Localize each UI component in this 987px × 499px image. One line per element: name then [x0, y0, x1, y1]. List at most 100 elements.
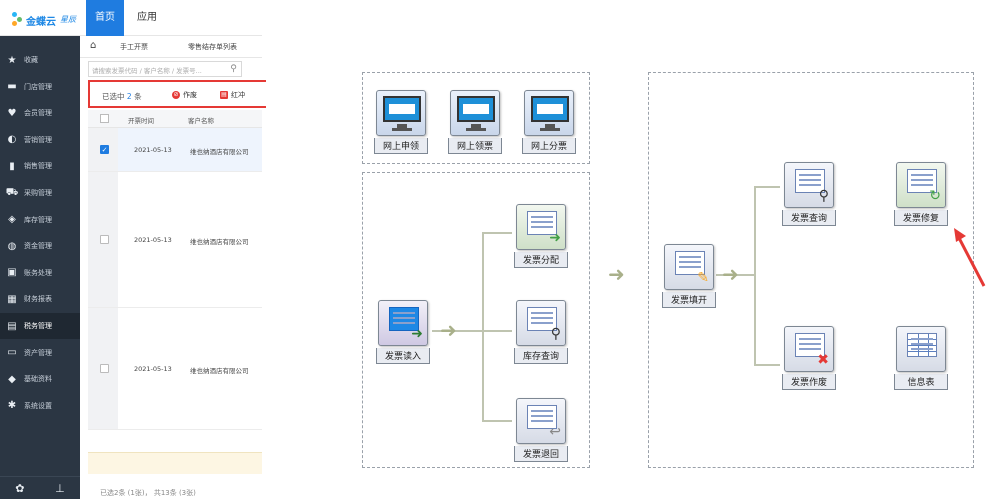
cart-icon: ⛟: [5, 186, 19, 198]
table-grid-icon: [896, 326, 946, 372]
sidebar-item-marketing[interactable]: ◐营销管理: [0, 127, 80, 153]
online-distribute-button[interactable]: 网上分票: [522, 90, 576, 154]
inventory-icon: ◈: [8, 214, 16, 226]
search-input[interactable]: 请搜索发票代码 / 客户名称 / 发票号...: [88, 61, 242, 77]
stock-query-button[interactable]: ⚲ 库存查询: [514, 300, 568, 364]
connector: [754, 186, 780, 188]
sidebar-item-label: 营销管理: [24, 135, 52, 144]
sidebar-item-label: 资金管理: [24, 242, 52, 251]
col-invoice-time[interactable]: 开票时间: [128, 117, 154, 125]
invoice-issue-button[interactable]: ✎ 发票填开: [662, 244, 716, 308]
connector: [432, 330, 482, 332]
connector: [482, 420, 512, 422]
tab-home[interactable]: 首页: [86, 0, 124, 36]
pin-icon[interactable]: ⊥: [55, 481, 65, 495]
usb-import-icon: ➜: [378, 300, 428, 346]
sidebar-item-label: 会员管理: [24, 109, 52, 118]
table-row[interactable]: 2021-05-13 维也纳酒店有限公司: [88, 172, 262, 308]
connector: [482, 232, 512, 234]
invoice-read-in-button[interactable]: ➜ 发票读入: [376, 300, 430, 364]
sidebar-item-member[interactable]: ♥会员管理: [0, 100, 80, 126]
red-reverse-button[interactable]: ▤红冲: [220, 90, 245, 100]
fund-icon: ◍: [7, 240, 17, 252]
sidebar-item-report[interactable]: ▦财务报表: [0, 286, 80, 312]
invoice-void-button[interactable]: ✖ 发票作废: [782, 326, 836, 390]
customer-name: 维也纳酒店有限公司: [190, 367, 249, 375]
logo-dot-icon: [12, 21, 17, 26]
selected-prefix: 已选中: [102, 92, 125, 101]
sidebar-item-star[interactable]: ★ 收藏: [0, 47, 80, 73]
settings-icon[interactable]: ✿: [15, 481, 25, 495]
sidebar-item-tax[interactable]: ▤税务管理: [0, 313, 80, 339]
crumb-manual-invoice[interactable]: 手工开票: [120, 43, 148, 51]
sidebar-item-label: 系统设置: [24, 401, 52, 410]
invoice-read-in-label: 发票读入: [376, 348, 430, 364]
red-reverse-icon: ▤: [220, 91, 228, 99]
logo-dot-icon: [12, 12, 17, 17]
online-distribute-label: 网上分票: [522, 138, 576, 154]
row-checkbox[interactable]: [100, 235, 109, 244]
sidebar-item-store[interactable]: ▬门店管理: [0, 74, 80, 100]
sidebar-item-cart[interactable]: ⛟采购管理: [0, 180, 80, 206]
void-icon: ⊘: [172, 91, 180, 99]
col-customer[interactable]: 客户名称: [188, 117, 214, 125]
gear-icon: ✱: [7, 400, 17, 412]
invoice-return-button[interactable]: ↩ 发票退回: [514, 398, 568, 462]
monitor-hand-icon: [376, 90, 426, 136]
selected-suffix: 条: [134, 92, 142, 101]
invoice-date: 2021-05-13: [134, 365, 172, 373]
customer-name: 维也纳酒店有限公司: [190, 148, 249, 156]
sidebar-item-ledger[interactable]: ▣账务处理: [0, 260, 80, 286]
row-checkbox[interactable]: ✓: [100, 145, 109, 154]
info-table-button[interactable]: 信息表: [894, 326, 948, 390]
sidebar-item-inventory[interactable]: ◈ 库存管理: [0, 207, 80, 233]
arrow-right-icon: ➜: [440, 318, 457, 342]
sidebar-item-label: 财务报表: [24, 295, 52, 304]
home-icon[interactable]: ⌂: [90, 40, 97, 51]
select-all-checkbox[interactable]: [100, 114, 109, 123]
invoice-allocate-button[interactable]: ➜ 发票分配: [514, 204, 568, 268]
void-button[interactable]: ⊘作废: [172, 90, 197, 100]
connector: [482, 330, 512, 332]
monitor-ticket-icon: [450, 90, 500, 136]
sidebar-item-gear[interactable]: ✱ 系统设置: [0, 393, 80, 419]
sales-icon: ▮: [9, 160, 15, 172]
invoice-pen-icon: ✎: [664, 244, 714, 290]
sidebar-item-fund[interactable]: ◍ 资金管理: [0, 233, 80, 259]
connector: [716, 274, 754, 276]
sidebar-item-sales[interactable]: ▮ 销售管理: [0, 153, 80, 179]
online-apply-button[interactable]: 网上申领: [374, 90, 428, 154]
tab-apps[interactable]: 应用: [137, 12, 157, 23]
sidebar-item-layers[interactable]: ◆基础资料: [0, 366, 80, 392]
layers-icon: ◆: [8, 373, 16, 385]
stock-query-label: 库存查询: [514, 348, 568, 364]
invoice-allocate-label: 发票分配: [514, 252, 568, 268]
logo-dot-icon: [17, 17, 22, 22]
invoice-repair-button[interactable]: ↻ 发票修复: [894, 162, 948, 226]
table-row[interactable]: ✓ 2021-05-13 维也纳酒店有限公司: [88, 128, 262, 172]
crumb-retail-list[interactable]: 零售结存单列表: [188, 43, 237, 51]
table-footer-strip: [88, 452, 262, 474]
online-apply-label: 网上申领: [374, 138, 428, 154]
invoice-query-button[interactable]: ⚲ 发票查询: [782, 162, 836, 226]
customer-name: 维也纳酒店有限公司: [190, 238, 249, 246]
search-icon[interactable]: ⚲: [226, 61, 242, 77]
invoice-date: 2021-05-13: [134, 146, 172, 154]
sidebar-item-label: 收藏: [24, 56, 38, 64]
selected-count: 2: [126, 92, 132, 101]
invoice-allocate-icon: ➜: [516, 204, 566, 250]
info-table-label: 信息表: [894, 374, 948, 390]
logo[interactable]: 金蝶云 星辰: [0, 0, 80, 36]
row-checkbox[interactable]: [100, 364, 109, 373]
online-receive-label: 网上领票: [448, 138, 502, 154]
red-arrow-icon: [954, 228, 986, 287]
sidebar-item-label: 销售管理: [24, 162, 52, 171]
sidebar: 金蝶云 星辰 ★ 收藏 ▬门店管理♥会员管理◐营销管理 ▮ 销售管理 ⛟采购管理 ◈ 库存管理…: [0, 0, 80, 499]
sidebar-item-label: 门店管理: [24, 82, 52, 91]
sidebar-item-asset[interactable]: ▭资产管理: [0, 340, 80, 366]
star-icon: ★: [7, 54, 17, 66]
invoice-date: 2021-05-13: [134, 236, 172, 244]
online-receive-button[interactable]: 网上领票: [448, 90, 502, 154]
sidebar-item-label: 库存管理: [24, 215, 52, 224]
table-row[interactable]: 2021-05-13 维也纳酒店有限公司: [88, 308, 262, 430]
